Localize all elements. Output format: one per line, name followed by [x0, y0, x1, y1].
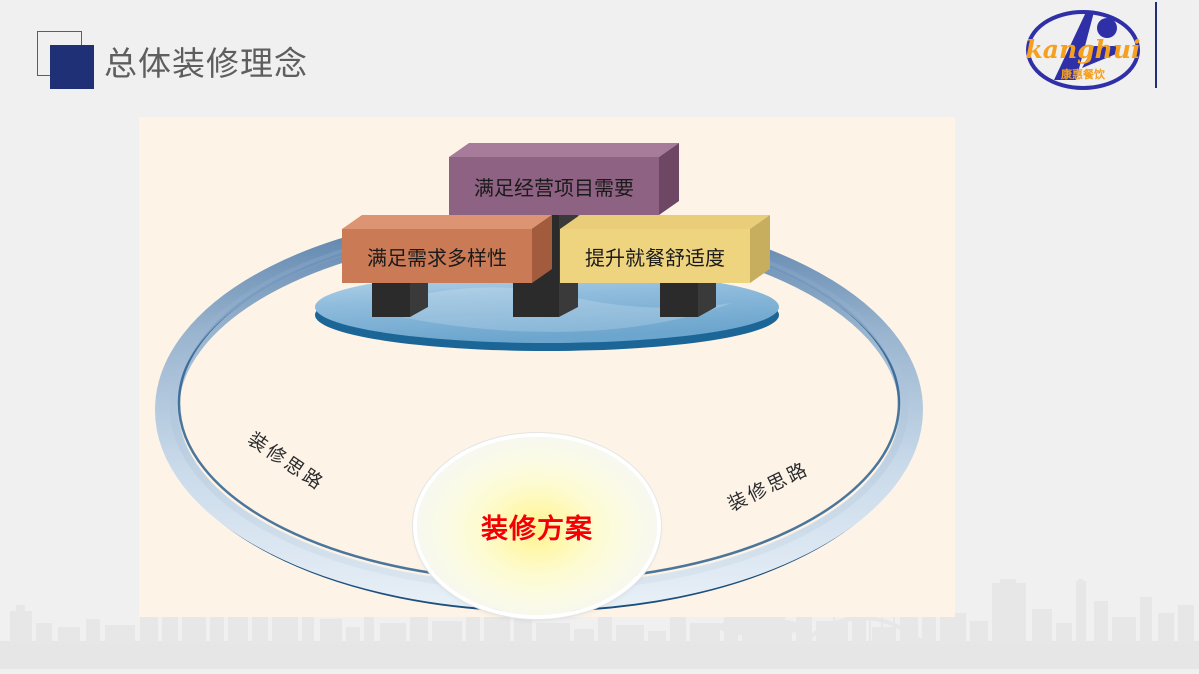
box-top-face — [342, 215, 552, 229]
page-title: 总体装修理念 — [104, 44, 308, 83]
center-ellipse: 装修方案 — [417, 437, 657, 615]
concept-box-right: 提升就餐舒适度 — [560, 215, 770, 283]
company-logo: kanghui 康惠餐饮 — [1024, 6, 1142, 94]
box-top-face — [560, 215, 770, 229]
box-front-face — [342, 229, 532, 283]
concept-box-left: 满足需求多样性 — [342, 215, 552, 283]
box-side-face — [659, 143, 679, 215]
diagram-stage: 装修思路 装修思路 — [139, 117, 955, 617]
box-front-face — [560, 229, 750, 283]
box-front-face — [449, 157, 659, 215]
center-ellipse-label: 装修方案 — [481, 513, 593, 545]
header-divider — [1155, 2, 1157, 88]
logo-chinese-text: 康惠餐饮 — [1061, 67, 1106, 81]
box-side-face — [750, 215, 770, 283]
box-side-face — [532, 215, 552, 283]
content-panel: 装修思路 装修思路 — [139, 117, 955, 617]
header-decor-solid-square — [50, 45, 94, 89]
box-top-face — [449, 143, 679, 157]
slide-header: 总体装修理念 kanghui 康惠餐饮 — [0, 0, 1199, 110]
logo-latin-text: kanghui — [1025, 35, 1140, 64]
concept-box-top: 满足经营项目需要 — [449, 143, 679, 215]
